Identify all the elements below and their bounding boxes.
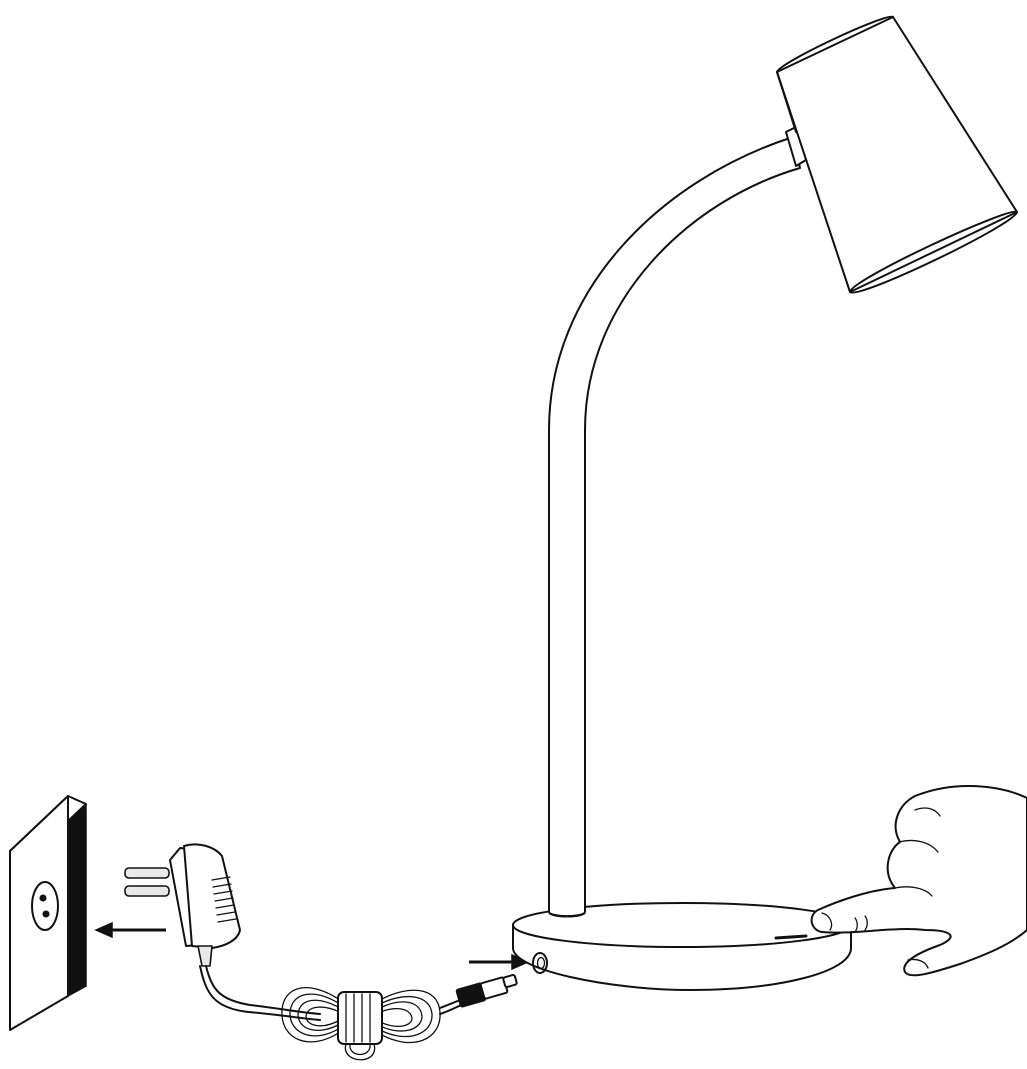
dc-plug-icon — [456, 975, 517, 1008]
cable-icon — [200, 966, 464, 1060]
wall-socket-icon — [10, 796, 86, 1030]
touch-button-icon — [776, 936, 806, 938]
arrow-to-socket — [96, 923, 166, 937]
power-adapter-icon — [125, 844, 240, 966]
